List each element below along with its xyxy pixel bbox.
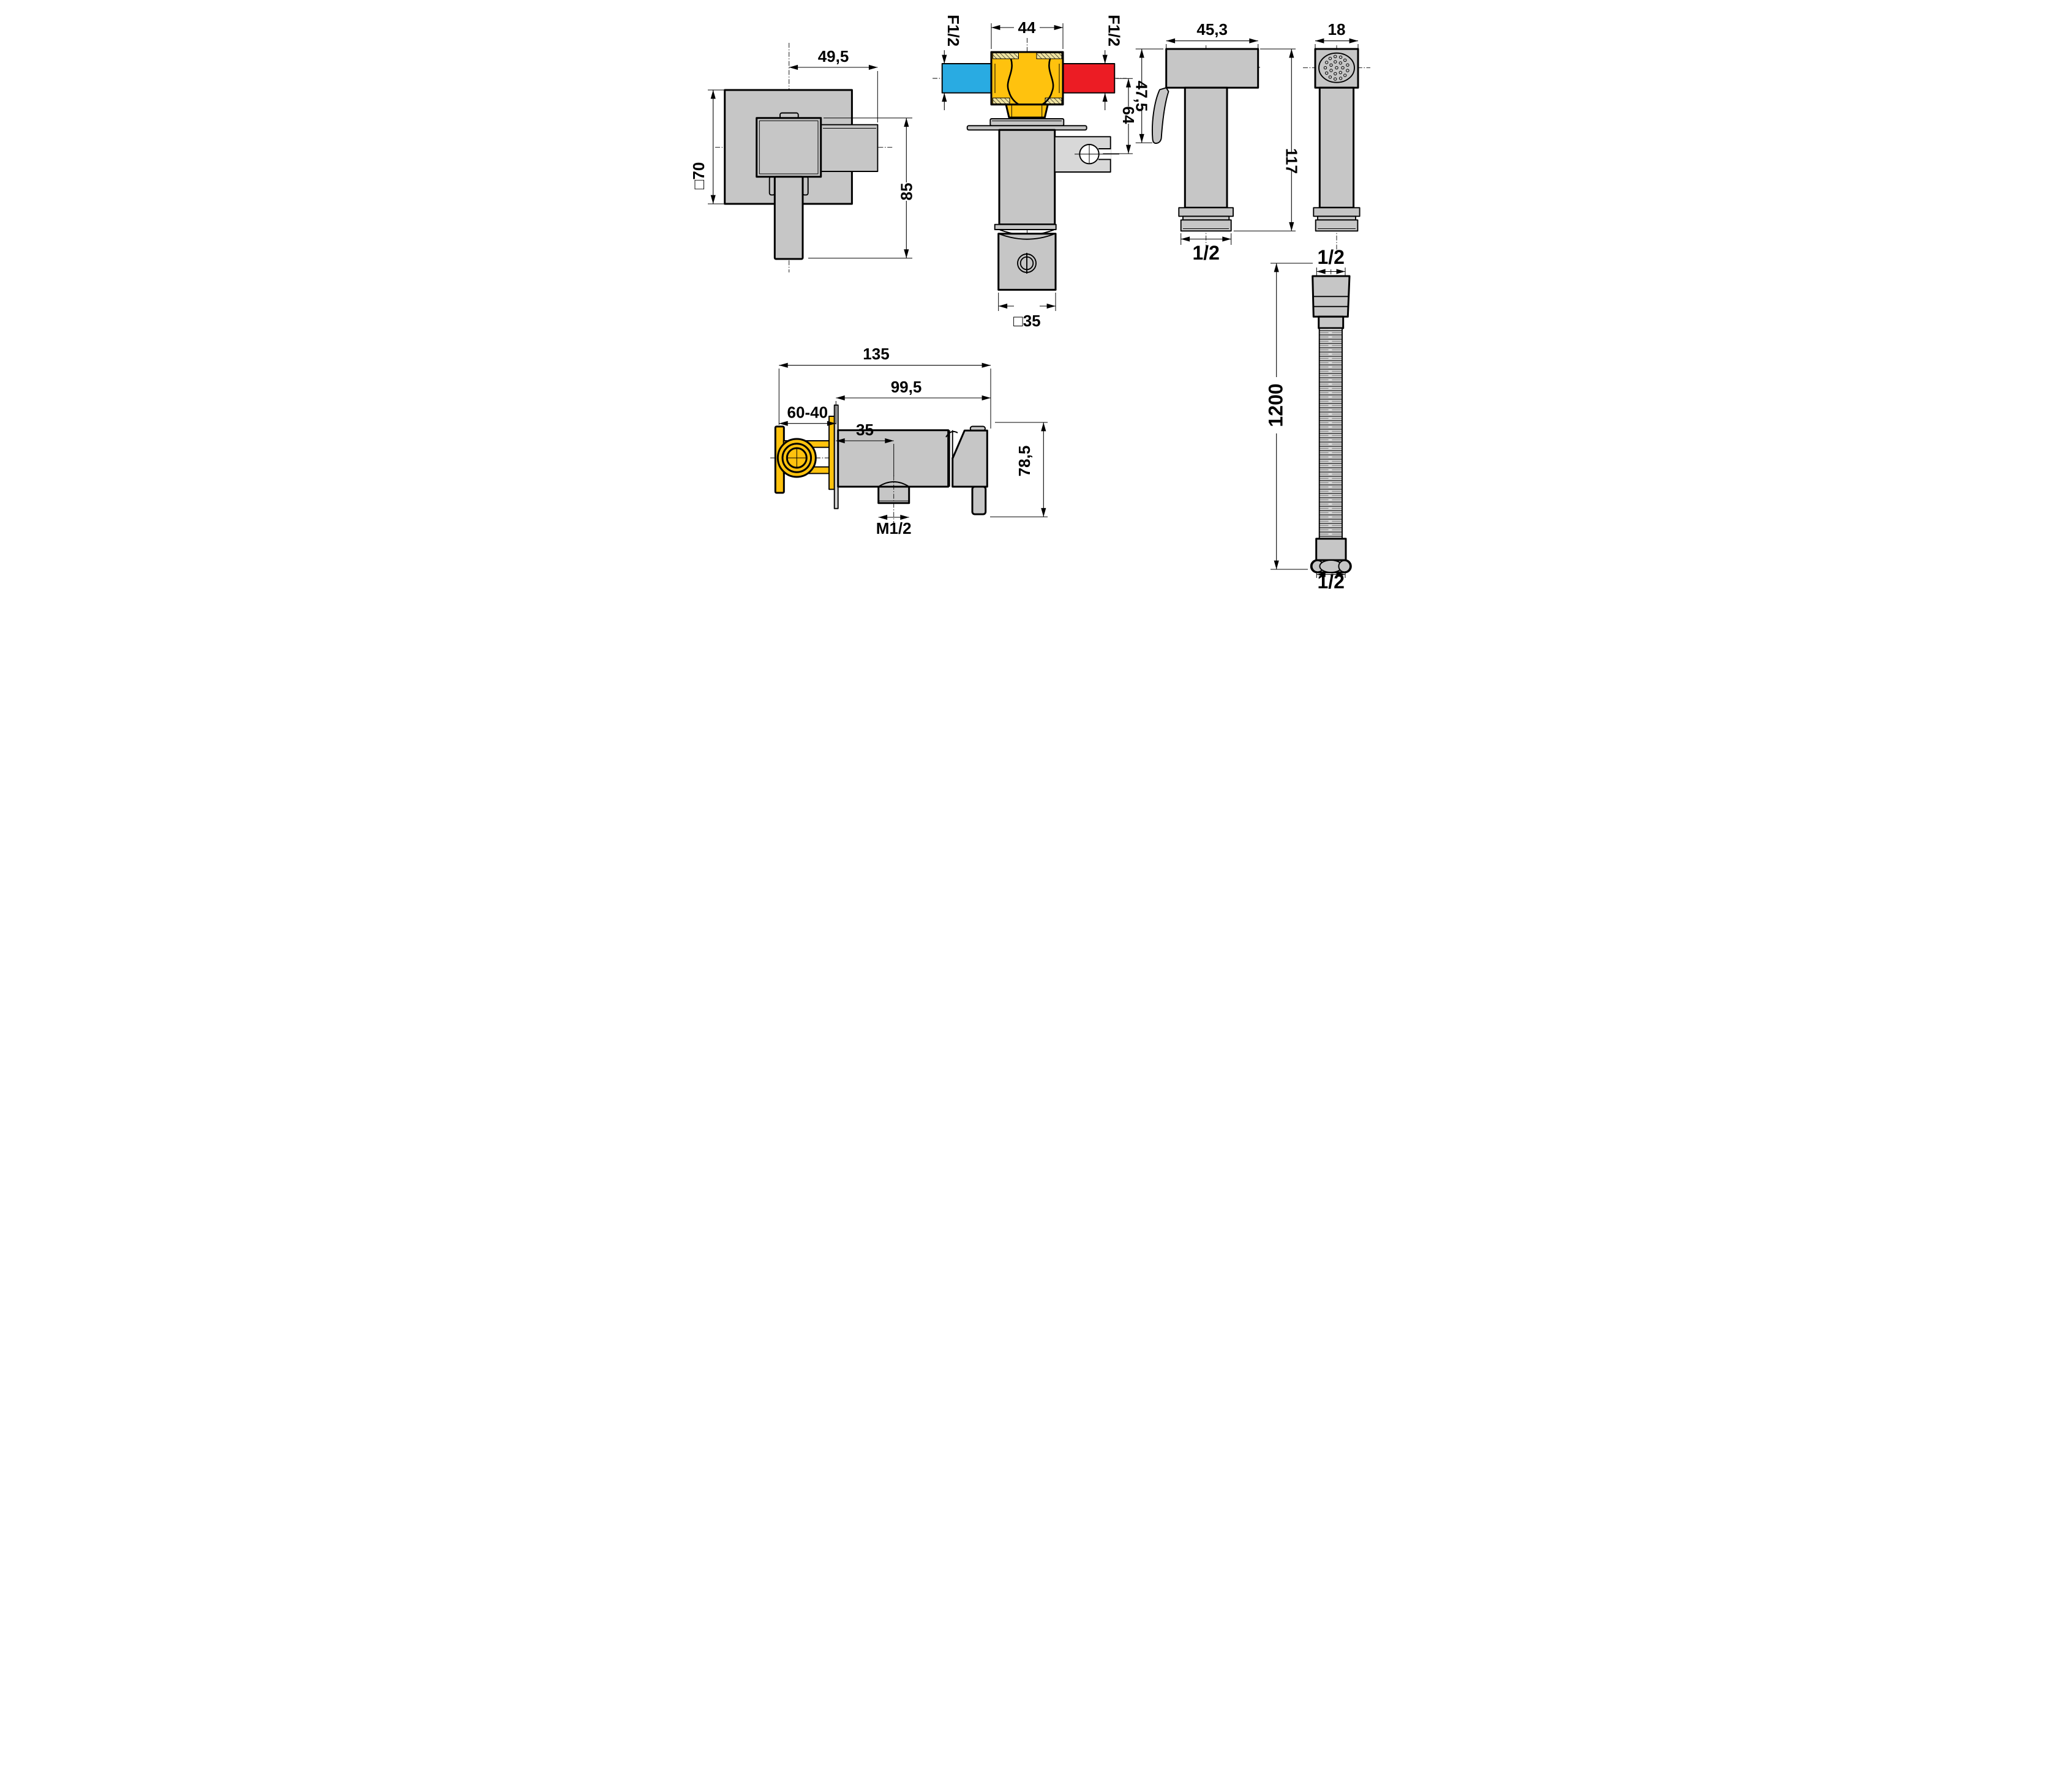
shower-body (998, 129, 1056, 226)
sprayer-shaft (1184, 86, 1228, 209)
cold-water-pipe (941, 63, 992, 94)
trigger-lever (1152, 87, 1169, 144)
valve-cavity-line (1007, 58, 1019, 105)
spout (820, 124, 879, 172)
handle-pivot (952, 429, 988, 488)
mixer-side-view: 135 99,5 60-40 35 M1/2 78,5 (770, 345, 1048, 538)
hot-water-pipe (1062, 63, 1116, 94)
dim-label-center-to-spout: 49,5 (818, 47, 849, 66)
dim-label-hose-length: 1200 (1265, 383, 1287, 427)
escutcheon (989, 118, 1065, 127)
handle-block (756, 117, 822, 178)
dim-label-height-785: 78,5 (1015, 446, 1034, 477)
dim-label-head-width: 18 (1328, 20, 1346, 39)
dim-label-body-length: 99,5 (891, 378, 922, 396)
mixer-front-view: 49,5 □70 85 (691, 43, 915, 272)
dim-label-wall-range: 60-40 (787, 403, 828, 422)
dim-label-wall-to-outlet: 35 (856, 421, 874, 439)
dim-label-pipe-to-holder: 64 (1119, 107, 1138, 124)
thread-hatch (993, 53, 1019, 59)
technical-drawing-page: 49,5 □70 85 (691, 0, 1381, 590)
dim-label-plate-square: □70 (691, 162, 708, 190)
dim-label-total-length: 135 (863, 345, 889, 363)
mixer-body (837, 429, 950, 488)
sprayer-thread-front (1315, 219, 1359, 232)
sprayer-side-view: 45,3 47,5 117 1/2 (1133, 20, 1301, 264)
dim-label-height-85: 85 (897, 183, 915, 201)
sprayer-thread (1180, 219, 1232, 232)
dim-label-base-square: □35 (1013, 312, 1041, 330)
handle-lever (773, 176, 804, 260)
thread-hatch (1045, 97, 1062, 104)
dim-label-total-height: 117 (1282, 148, 1301, 174)
hose-corrugated-tube (1318, 328, 1343, 539)
spray-face (1318, 52, 1355, 83)
hose-top-nut (1318, 315, 1345, 329)
dim-label-outlet-thread: M1/2 (876, 519, 912, 538)
mixer-section-view: 44 F1/2 F1/2 64 □35 (933, 15, 1138, 330)
inwall-strip (828, 416, 835, 490)
dim-label-valve-width: 44 (1018, 18, 1036, 37)
hose-view: 1/2 1200 1/2 (1265, 246, 1352, 590)
spray-nozzle-dots (1323, 54, 1349, 81)
sprayer-flange (1178, 207, 1234, 217)
valve-neck (1005, 103, 1049, 119)
valve-cavity-line (1042, 58, 1054, 105)
hose-bottom-nut (1315, 538, 1347, 561)
thread-label-hose-bottom: 1/2 (1317, 571, 1344, 590)
thread-label-hose-top: 1/2 (1317, 246, 1344, 268)
thread-label-hot: F1/2 (1105, 15, 1124, 47)
swivel-arc (945, 430, 958, 438)
body-cap-flange (994, 223, 1057, 230)
thread-label-cold: F1/2 (944, 15, 963, 47)
handle-lever-side (971, 485, 987, 515)
thread-hatch (1036, 53, 1062, 59)
sprayer-head (1165, 48, 1259, 89)
bidet-mixer-dimension-drawing: 49,5 □70 85 (691, 0, 1381, 590)
sprayer-shaft-front (1318, 86, 1355, 209)
dim-label-thread-half: 1/2 (1192, 242, 1219, 264)
dim-label-head-depth: 45,3 (1196, 20, 1228, 39)
sprayer-front-view: 18 (1303, 20, 1370, 252)
thread-hatch (993, 97, 1010, 104)
sprayer-flange-front (1313, 207, 1361, 217)
